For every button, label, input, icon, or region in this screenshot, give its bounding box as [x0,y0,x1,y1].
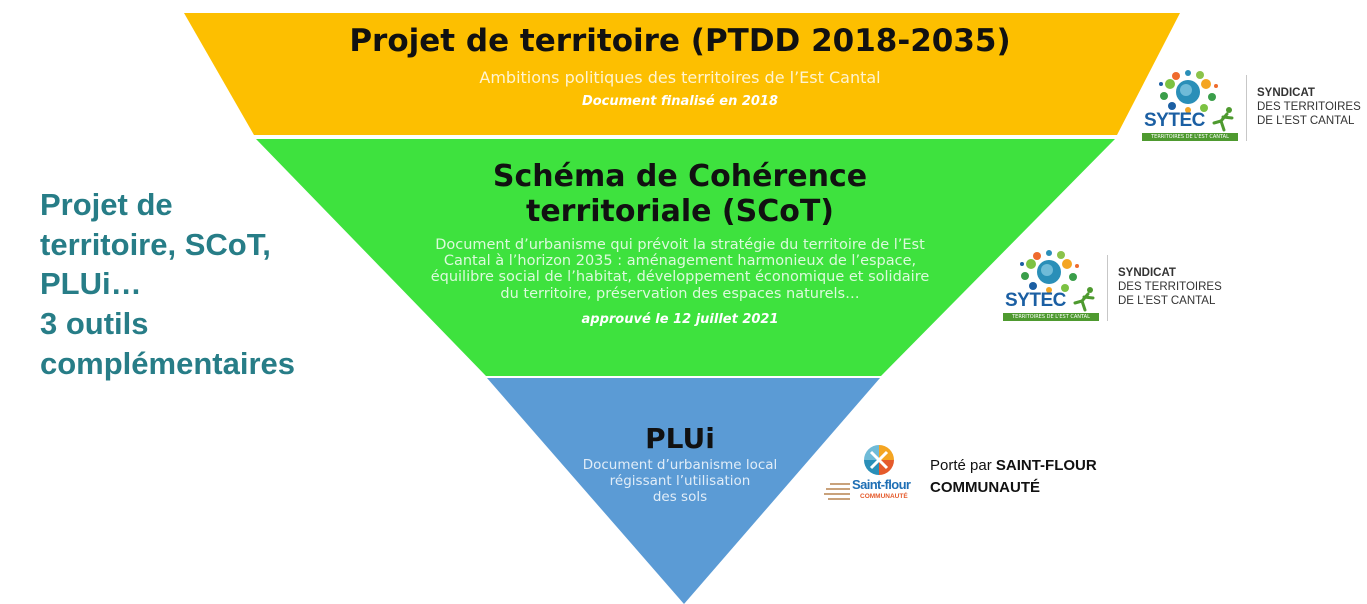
tier-title-line: territoriale (SCoT) [525,193,835,229]
heading-line: Projet de [40,187,173,222]
tier-title: PLUi [645,422,715,455]
tier-title-line: Schéma de Cohérence [492,159,868,194]
logo-divider [1107,255,1108,321]
sytec-logo: SYTEC TERRITOIRES DE L'EST CANTAL SYNDIC… [1142,70,1361,146]
porte-line-2: COMMUNAUTÉ [930,477,1097,499]
tier-description-line: des sols [652,489,708,506]
sytec-dots-icon [1020,250,1079,293]
saint-flour-sub: COMMUNAUTÉ [860,493,908,500]
syndicat-line: DE L’EST CANTAL [1257,114,1355,127]
saint-flour-name: Saint-flour [852,477,911,492]
tier-description: Document d’urbanisme qui prévoit la stra… [430,237,930,302]
sytec-word: SYTEC [1005,290,1066,311]
syndicat-label: SYNDICAT [1257,87,1315,100]
tier-projet-territoire-text: Projet de territoire (PTDD 2018-2035) Am… [330,24,1030,109]
sytec-word: SYTEC [1144,110,1205,131]
heading-line: PLUi… [40,266,142,302]
saint-flour-logo: Saint-flour COMMUNAUTÉ [822,443,924,509]
tier-description-line: Document d’urbanisme local [582,456,778,473]
syndicat-text: SYNDICAT DES TERRITOIRES DE L’EST CANTAL [1118,267,1222,308]
tier-projet-territoire [184,13,1180,135]
runner-icon [1212,107,1234,132]
sytec-band: TERRITOIRES DE L'EST CANTAL [1142,133,1238,141]
sytec-logo: SYTEC TERRITOIRES DE L'EST CANTAL SYNDIC… [1003,250,1222,326]
tier-description: Ambitions politiques des territoires de … [479,68,881,88]
tier-note: approuvé le 12 juillet 2021 [581,311,779,327]
syndicat-line: DES TERRITOIRES [1118,281,1222,294]
porte-org-line2: COMMUNAUTÉ [930,478,1040,496]
syndicat-label: SYNDICAT [1118,267,1176,280]
tier-plui [487,378,880,604]
page-heading: Projet de territoire, SCoT, PLUi… 3 outi… [40,185,330,383]
heading-line: territoire, SCoT, [40,226,271,262]
porte-par-text: Porté par SAINT-FLOUR COMMUNAUTÉ [930,455,1097,499]
sytec-emblem: SYTEC TERRITOIRES DE L'EST CANTAL [1142,70,1238,146]
porte-prefix: Porté par [930,457,996,474]
tier-plui-text: PLUi Document d’urbanisme local régissan… [555,422,805,506]
syndicat-line: DES TERRITOIRES [1257,101,1361,114]
saint-flour-emblem-icon [864,445,894,475]
porte-line-1: Porté par SAINT-FLOUR [930,455,1097,477]
porte-org: SAINT-FLOUR [995,457,1097,474]
tier-description-line: régissant l’utilisation [609,472,751,489]
syndicat-line: DE L’EST CANTAL [1118,294,1216,307]
syndicat-text: SYNDICAT DES TERRITOIRES DE L’EST CANTAL [1257,87,1361,128]
saint-flour-small-text-icon [824,483,850,500]
heading-line: 3 outils [40,306,149,342]
heading-line: complémentaires [40,345,295,381]
tier-note: Document finalisé en 2018 [581,94,779,110]
tier-title: Projet de territoire (PTDD 2018-2035) [349,23,1011,59]
sytec-emblem: SYTEC TERRITOIRES DE L'EST CANTAL [1003,250,1099,326]
tier-scot-text: Schéma de Cohérence territoriale (SCoT) … [420,159,940,327]
runner-icon [1073,287,1095,312]
sytec-dots-icon [1159,70,1218,113]
tier-scot [256,139,1115,376]
sytec-band: TERRITOIRES DE L'EST CANTAL [1003,313,1099,321]
logo-divider [1246,75,1247,141]
